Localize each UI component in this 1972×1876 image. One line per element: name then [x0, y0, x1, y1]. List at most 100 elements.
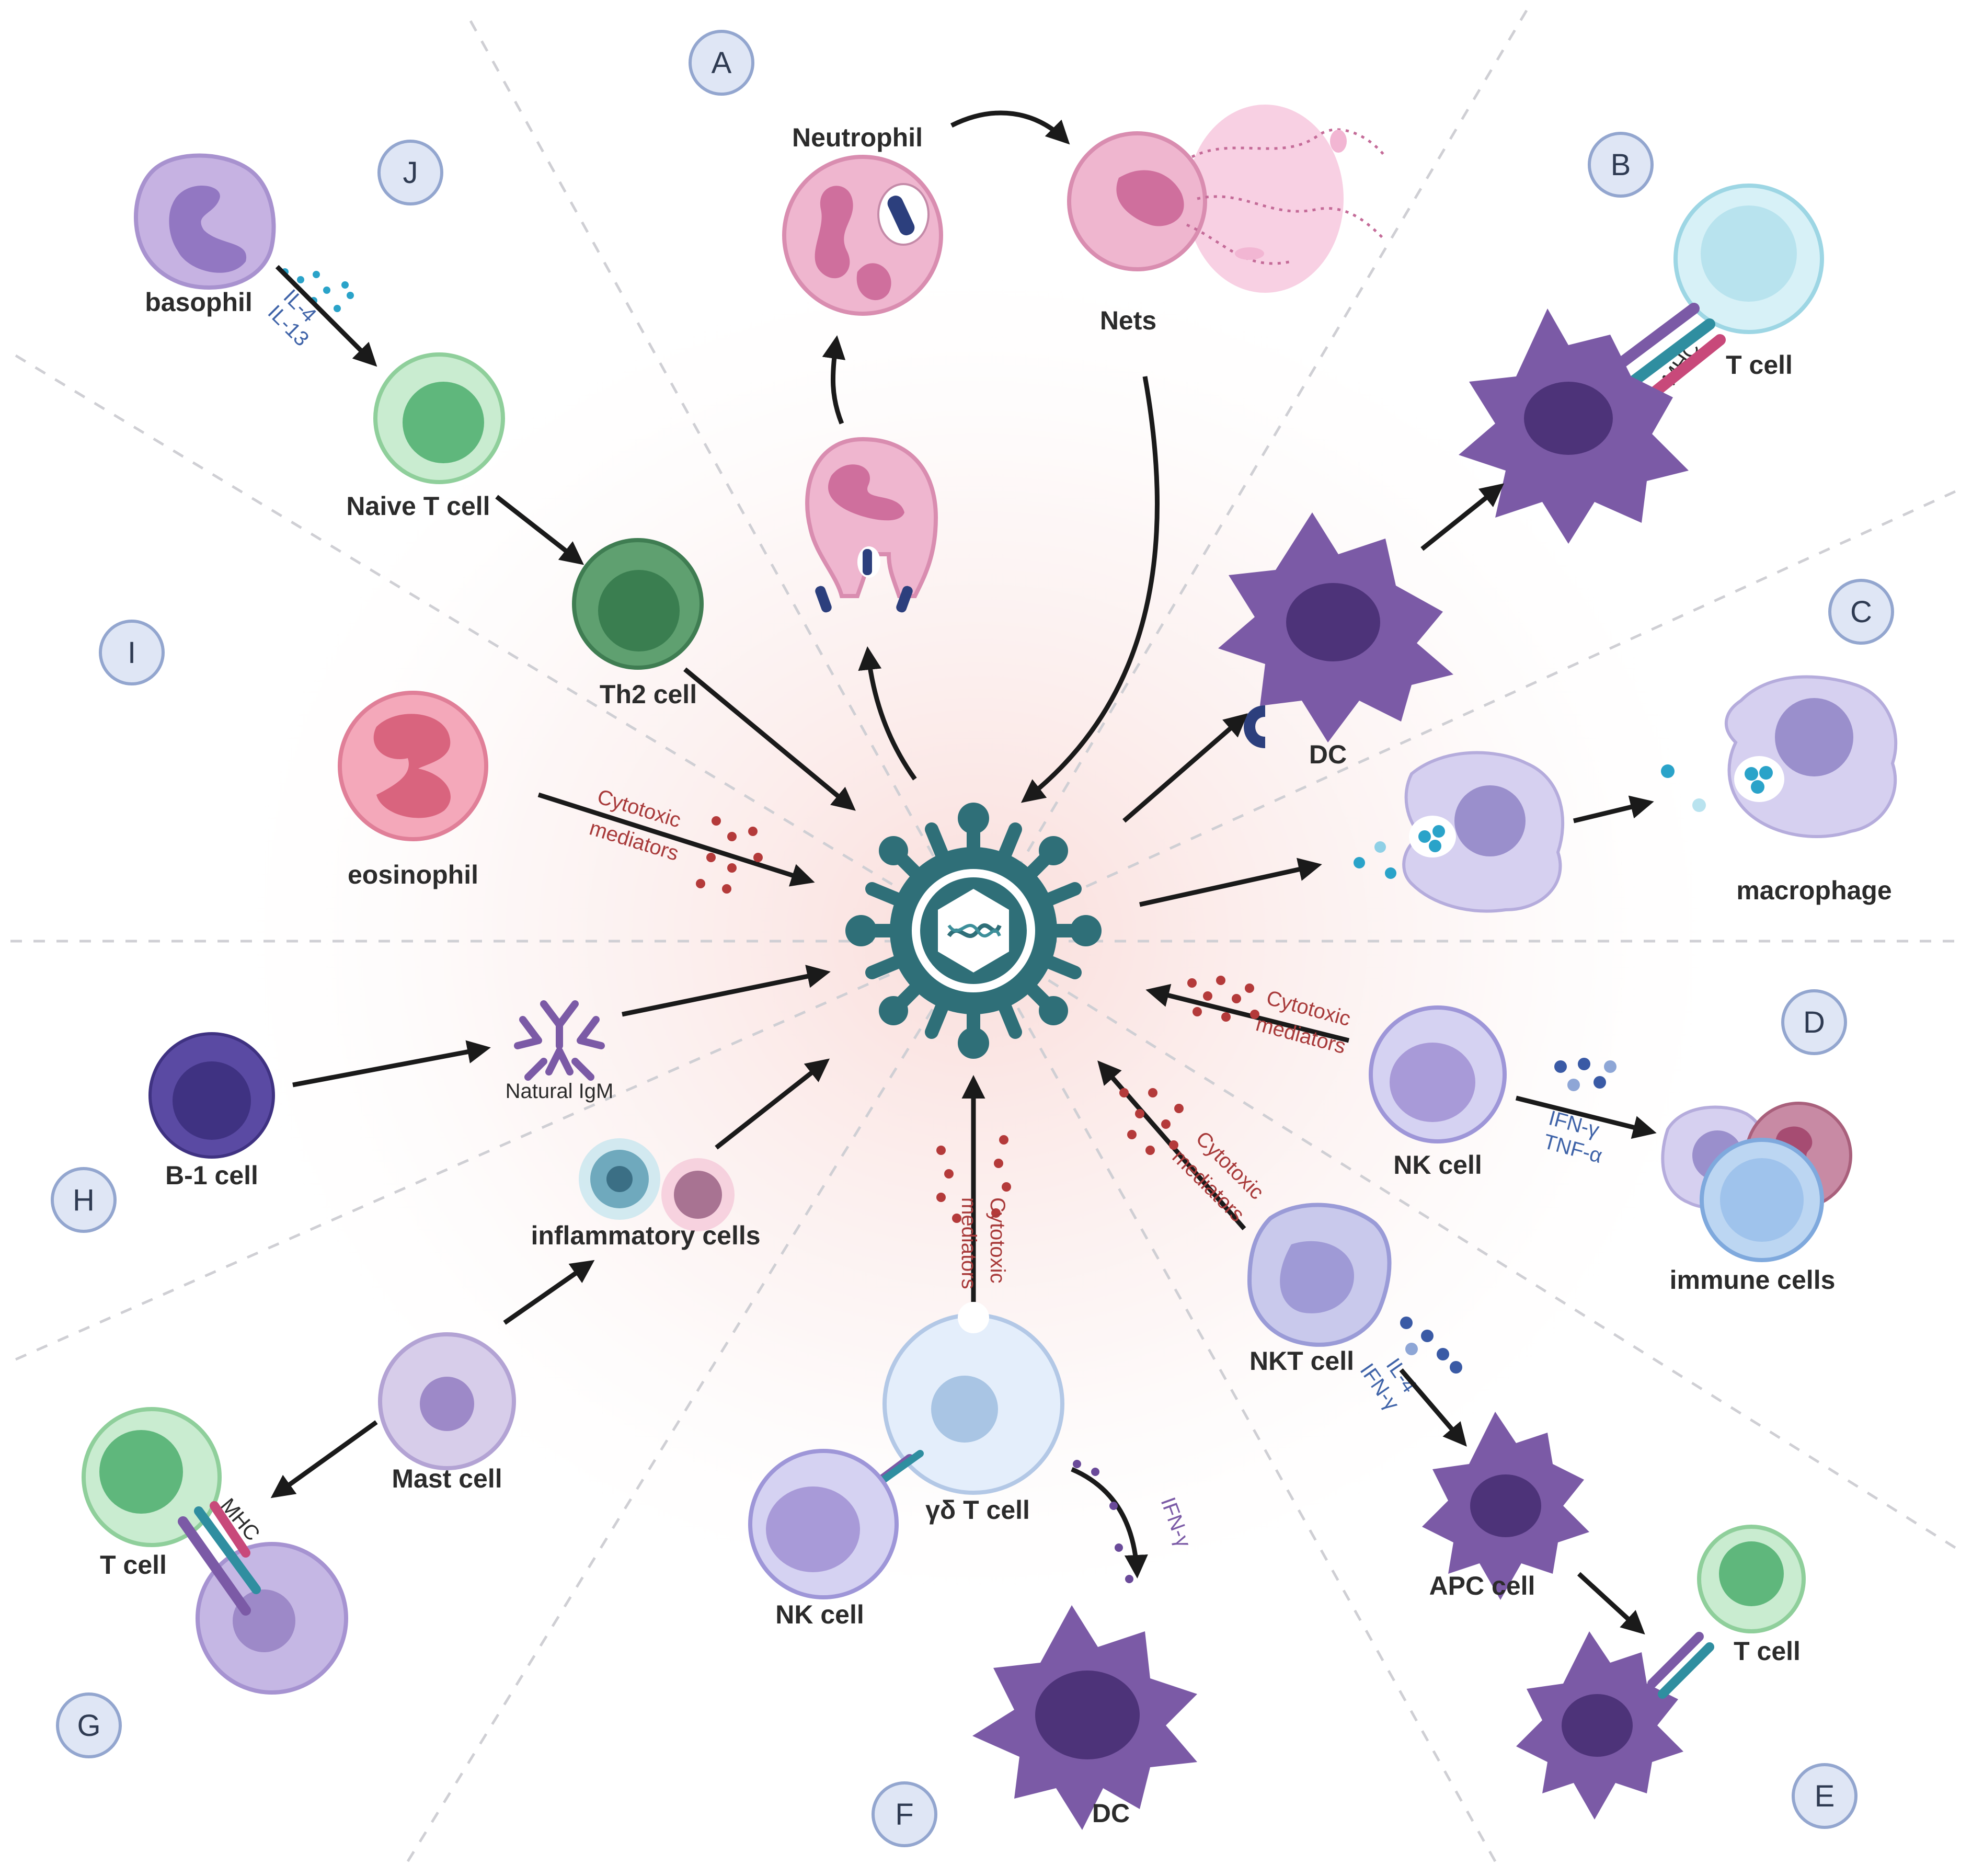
arrow-mast-to-tcell — [270, 1420, 378, 1498]
panel-f-letter: F — [895, 1798, 913, 1832]
mast-cell — [378, 1332, 516, 1470]
naive-t-cell — [373, 352, 505, 484]
arrow-nkt-to-apc — [1399, 1368, 1467, 1447]
ifn-dots-f — [1073, 1460, 1133, 1583]
nk-cell-f-label: NK cell — [775, 1600, 864, 1629]
mediator-dots-e — [1119, 1088, 1184, 1155]
neutrophil-phagocytosis-cell — [805, 437, 938, 613]
dc-b-label: DC — [1309, 740, 1347, 769]
arrow-inflammatory-to-virus — [715, 1058, 830, 1150]
gd-t-cell-label: γδ T cell — [925, 1495, 1030, 1525]
arrow-th2-to-virus — [683, 667, 856, 811]
nets-cell — [1067, 105, 1386, 293]
dendritic-cell-e — [1516, 1631, 1683, 1820]
immune-cells-cluster — [1661, 1102, 1852, 1262]
t-cell-b-label: T cell — [1726, 350, 1793, 380]
dendritic-cell-b — [1459, 308, 1689, 544]
panel-g-letter: G — [77, 1709, 100, 1743]
panel-f: F γδ T cell NK cell IFN-γ DC — [748, 1075, 1197, 1847]
panel-a-letter: A — [712, 46, 732, 80]
arrow-virus-to-phago — [858, 646, 917, 781]
neutrophil-cell — [782, 155, 943, 316]
nk-cell-d-label: NK cell — [1393, 1150, 1482, 1180]
apc-cell — [1422, 1412, 1589, 1600]
th2-cell-label: Th2 cell — [600, 680, 697, 709]
panel-i-letter: I — [128, 636, 136, 670]
nkt-cell-label: NKT cell — [1249, 1346, 1354, 1376]
panel-b: B T cell MHC DC — [1122, 132, 1824, 823]
panel-c: C macrophage — [1139, 579, 1898, 913]
natural-igm-label: Natural IgM — [506, 1080, 614, 1103]
arrow-nets-to-virus — [1021, 376, 1160, 803]
immune-cells-label: immune cells — [1670, 1265, 1836, 1295]
arrow-engulf-to-macrophage — [1573, 795, 1654, 823]
panel-b-badge — [1588, 132, 1654, 198]
dendritic-cell-f — [972, 1605, 1197, 1830]
inflammatory-cells-icon — [579, 1138, 735, 1231]
sector-dividers — [10, 9, 1966, 1862]
macrophage-cell — [1725, 675, 1898, 838]
basophil-cell — [134, 153, 276, 290]
arrow-mast-to-inflammatory — [503, 1260, 595, 1325]
panel-a-badge — [689, 30, 754, 96]
dendritic-cell-dc — [1218, 512, 1453, 748]
panel-i-badge — [99, 620, 165, 685]
panel-a: A Neutrophil Nets — [689, 30, 1386, 803]
apc-cell-label: APC cell — [1429, 1571, 1535, 1600]
mediator-dots-d — [1187, 976, 1259, 1022]
panel-g: G Mast cell T cell MHC — [56, 1260, 595, 1758]
arrow-naive-to-th2 — [495, 495, 584, 565]
b1-cell — [148, 1032, 275, 1159]
arrow-virus-to-macrophage — [1139, 857, 1322, 907]
nkt-cell — [1247, 1203, 1392, 1347]
panel-h: H B-1 cell Natural IgM inflammatory cell… — [51, 965, 831, 1250]
panel-f-badge — [872, 1781, 937, 1847]
nets-label: Nets — [1100, 306, 1156, 335]
gd-t-cell — [882, 1302, 1064, 1495]
natural-igm-icon — [514, 1000, 605, 1081]
arrow-nk-to-virus — [1145, 983, 1350, 1043]
panel-e-badge — [1792, 1763, 1858, 1829]
neutrophil-label: Neutrophil — [792, 123, 923, 152]
inflammatory-cells-label: inflammatory cells — [531, 1221, 760, 1250]
panel-e: E NKT cell IL-4 IFN-γ APC cell T cell — [1097, 1060, 1858, 1829]
panel-e-letter: E — [1815, 1779, 1835, 1813]
panel-d-badge — [1781, 989, 1847, 1055]
mediator-dots-f — [936, 1135, 1011, 1223]
eosinophil-cell — [338, 691, 488, 841]
panel-i: I eosinophil Cytotoxic mediators — [99, 620, 815, 894]
tcr-complex-e — [1647, 1632, 1714, 1699]
arrow-igm-to-virus — [622, 965, 831, 1017]
arrow-phago-to-neutrophil — [822, 335, 846, 425]
cytotoxic-f-label: Cytotoxic — [986, 1197, 1009, 1284]
naive-t-cell-label: Naive T cell — [346, 491, 490, 521]
panel-j-letter: J — [403, 156, 418, 190]
basophil-label: basophil — [145, 288, 253, 317]
mediator-dots-i — [696, 816, 763, 894]
panel-c-badge — [1828, 579, 1894, 645]
dc-f-label: DC — [1092, 1799, 1130, 1828]
panel-j-badge — [377, 140, 443, 205]
arrow-basophil-to-naive — [275, 265, 377, 367]
panel-c-letter: C — [1850, 595, 1872, 629]
panel-d: D NK cell IFN-γ TNF-α immune cells Cytot… — [1145, 976, 1852, 1295]
macrophage-engulfing-cell — [1402, 751, 1565, 913]
panel-d-letter: D — [1803, 1005, 1825, 1039]
arrow-nk-to-immune — [1515, 1095, 1657, 1139]
t-cell-g-label: T cell — [100, 1550, 167, 1580]
tcr-mhc-complex-g — [178, 1501, 261, 1616]
th2-cell — [572, 538, 704, 670]
b1-cell-label: B-1 cell — [165, 1161, 258, 1190]
nk-cell-f — [748, 1449, 899, 1599]
panel-b-letter: B — [1611, 148, 1631, 182]
panel-g-badge — [56, 1692, 122, 1758]
arrow-neutrophil-to-nets — [950, 110, 1070, 145]
macrophage-label: macrophage — [1736, 876, 1891, 905]
mediators-f-label: mediators — [957, 1197, 980, 1289]
nk-cell-d — [1369, 1005, 1507, 1143]
arrow-virus-to-dc — [1122, 713, 1248, 823]
mast-cell-label: Mast cell — [392, 1464, 502, 1493]
virus-icon — [845, 803, 1102, 1059]
panel-h-badge — [51, 1167, 117, 1233]
